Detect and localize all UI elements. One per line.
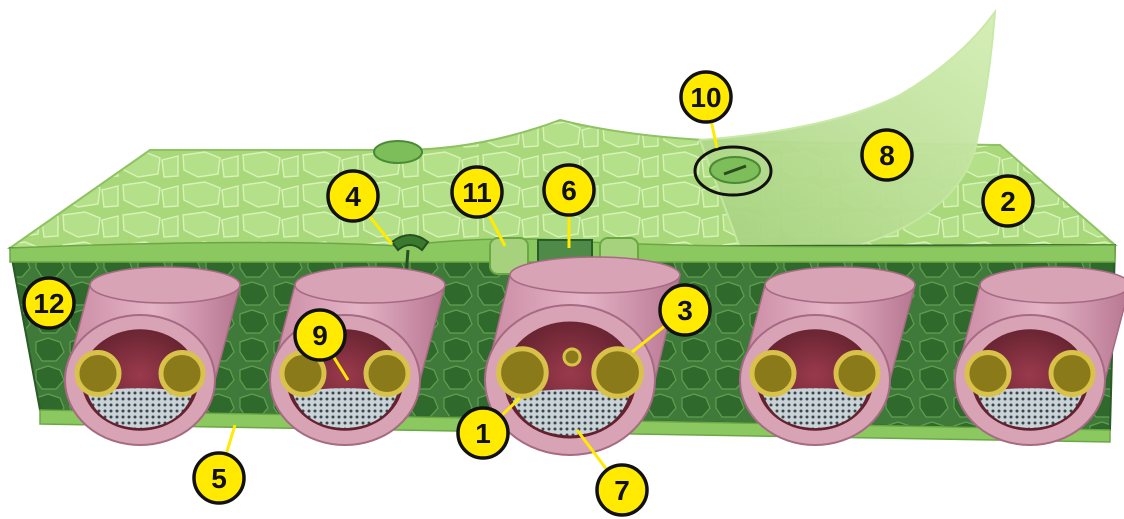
- label-9-text: 9: [312, 320, 328, 351]
- label-11-marker: 11: [452, 167, 502, 217]
- xylem-vessel: [836, 353, 878, 395]
- xylem-vessel: [752, 353, 794, 395]
- label-2-marker: 2: [983, 176, 1033, 226]
- label-10-marker: 10: [681, 72, 731, 122]
- label-1-text: 1: [475, 418, 491, 449]
- xylem-vessel: [594, 349, 642, 397]
- protoxylem: [564, 349, 580, 365]
- xylem-vessel: [1051, 353, 1093, 395]
- label-7-text: 7: [614, 475, 630, 506]
- xylem-vessel: [499, 349, 547, 397]
- label-9-marker: 9: [295, 310, 345, 360]
- label-6-text: 6: [561, 175, 577, 206]
- label-5-marker: 5: [194, 453, 244, 503]
- label-4-marker: 4: [328, 171, 378, 221]
- xylem-vessel: [967, 353, 1009, 395]
- label-4-text: 4: [345, 181, 361, 212]
- label-1-marker: 1: [458, 408, 508, 458]
- xylem-vessel: [77, 353, 119, 395]
- label-3-text: 3: [677, 295, 693, 326]
- stoma-left-top: [374, 141, 422, 163]
- xylem-vessel: [161, 353, 203, 395]
- label-8-marker: 8: [862, 130, 912, 180]
- label-6-marker: 6: [544, 165, 594, 215]
- label-2-text: 2: [1000, 186, 1016, 217]
- label-7-marker: 7: [597, 465, 647, 515]
- xylem-vessel: [366, 353, 408, 395]
- label-12-marker: 12: [24, 278, 74, 328]
- label-12-text: 12: [33, 288, 64, 319]
- label-5-text: 5: [211, 463, 227, 494]
- label-11-text: 11: [462, 177, 492, 208]
- label-3-marker: 3: [660, 285, 710, 335]
- label-10-text: 10: [690, 82, 721, 113]
- label-8-text: 8: [879, 140, 895, 171]
